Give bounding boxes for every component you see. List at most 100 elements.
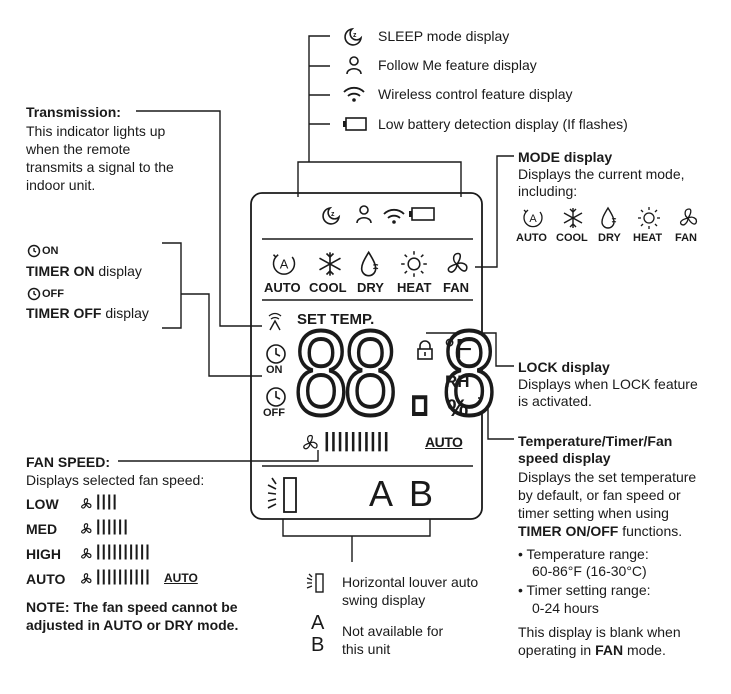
fan-level-med-bars: |||||| bbox=[96, 518, 129, 535]
mode-legend-fan: FAN bbox=[675, 232, 697, 244]
mode-legend-dry: DRY bbox=[598, 232, 621, 244]
battery-label: Low battery detection display (If flashe… bbox=[378, 116, 628, 132]
snowflake-icon bbox=[563, 208, 583, 228]
sleep-label: SLEEP mode display bbox=[378, 28, 510, 44]
timer-off-icon bbox=[27, 287, 41, 301]
fan-level-auto-name: AUTO bbox=[26, 571, 66, 587]
follow-me-label: Follow Me feature display bbox=[378, 57, 537, 73]
panel-fan-icon bbox=[447, 252, 468, 273]
lock-line-2: is activated. bbox=[518, 393, 592, 409]
fan-level-high-bars: |||||||||| bbox=[96, 543, 151, 560]
panel-fan-speed-icon bbox=[303, 434, 318, 450]
transmission-line-2: when the remote bbox=[26, 141, 131, 157]
fan-level-auto-bars: |||||||||| bbox=[96, 568, 151, 585]
timer-off-icon-text: OFF bbox=[42, 288, 64, 300]
droplet-icon bbox=[601, 206, 617, 229]
fan-speed-title: FAN SPEED: bbox=[26, 454, 111, 470]
temperature-digits: 88.8 bbox=[290, 311, 500, 441]
mode-line-1: Displays the current mode, bbox=[518, 166, 685, 182]
mode-legend-cool: COOL bbox=[556, 232, 588, 244]
person-icon bbox=[346, 56, 362, 75]
mode-legend-heat: HEAT bbox=[633, 232, 663, 244]
panel-snowflake-icon bbox=[319, 252, 341, 276]
svg-text:z: z bbox=[353, 32, 357, 39]
panel-a-label: A bbox=[369, 473, 394, 514]
bullet-timer-range: • Timer setting range: bbox=[518, 582, 651, 598]
temp-display-line-4: TIMER ON/OFF functions. bbox=[518, 523, 683, 539]
panel-timer-off-text: OFF bbox=[263, 407, 285, 419]
percent-label: % bbox=[447, 395, 469, 422]
panel-battery-icon bbox=[409, 207, 435, 221]
legend-b: B bbox=[311, 634, 325, 656]
panel-wireless-icon bbox=[383, 208, 405, 224]
timer-off-label: TIMER OFF display bbox=[26, 305, 149, 321]
mode-title: MODE display bbox=[518, 149, 613, 165]
fan-icon bbox=[679, 208, 698, 226]
panel-mode-dry: DRY bbox=[357, 280, 384, 295]
panel-fan-speed-bars: |||||||||| bbox=[324, 430, 390, 452]
fan-high-icon bbox=[81, 548, 92, 559]
lock-line-1: Displays when LOCK feature bbox=[518, 376, 698, 392]
temp-display-line-1: Displays the set temperature bbox=[518, 469, 697, 485]
fan-note-1: NOTE: The fan speed cannot be bbox=[26, 599, 238, 615]
panel-b-label: B bbox=[409, 473, 434, 514]
louver-swing-icon bbox=[267, 477, 297, 513]
fan-note-2: adjusted in AUTO or DRY mode. bbox=[26, 617, 239, 633]
fan-level-high-name: HIGH bbox=[26, 546, 61, 562]
svg-text:A: A bbox=[529, 213, 537, 225]
fan-level-auto-tag: AUTO bbox=[164, 571, 198, 585]
panel-mode-auto: AUTO bbox=[264, 280, 301, 295]
louver-legend-line-2: swing display bbox=[342, 592, 426, 608]
panel-mode-cool: COOL bbox=[309, 280, 347, 295]
panel-auto-mode-icon: A bbox=[272, 254, 296, 275]
bullet-temp-range-value: 60-86°F (16-30°C) bbox=[532, 563, 647, 579]
bullet-temp-range: • Temperature range: bbox=[518, 546, 649, 562]
na-line-1: Not available for bbox=[342, 623, 444, 639]
na-line-2: this unit bbox=[342, 641, 391, 657]
louver-legend-line-1: Horizontal louver auto bbox=[342, 574, 479, 590]
wireless-label: Wireless control feature display bbox=[378, 86, 573, 102]
fan-level-med-name: MED bbox=[26, 521, 58, 537]
panel-person-icon bbox=[356, 205, 372, 224]
louver-legend-icon bbox=[306, 573, 324, 593]
fan-level-low-name: LOW bbox=[26, 496, 59, 512]
blank-note-2: operating in FAN mode. bbox=[518, 642, 666, 658]
rh-label: RH bbox=[445, 372, 470, 391]
lock-title: LOCK display bbox=[518, 359, 610, 375]
panel-mode-heat: HEAT bbox=[397, 280, 432, 295]
svg-text:A: A bbox=[280, 257, 289, 272]
panel-sun-icon bbox=[401, 251, 427, 277]
degree-f-label: °F bbox=[444, 333, 473, 364]
panel-timer-on-text: ON bbox=[266, 364, 283, 376]
battery-icon bbox=[343, 117, 367, 131]
svg-text:z: z bbox=[331, 211, 335, 218]
timer-on-icon bbox=[27, 244, 41, 258]
auto-mode-icon: A bbox=[523, 209, 543, 228]
sleep-icon: z bbox=[344, 27, 363, 46]
timer-on-label: TIMER ON display bbox=[26, 263, 142, 279]
legend-a: A bbox=[311, 612, 325, 634]
panel-timer-off-icon bbox=[266, 387, 286, 407]
transmission-title: Transmission: bbox=[26, 104, 121, 120]
bullet-timer-range-value: 0-24 hours bbox=[532, 600, 599, 616]
panel-droplet-icon bbox=[360, 250, 379, 277]
fan-auto-icon bbox=[81, 573, 92, 584]
fan-med-icon bbox=[81, 523, 92, 534]
wireless-icon bbox=[343, 86, 365, 102]
temp-display-line-2: by default, or fan speed or bbox=[518, 487, 681, 503]
temp-display-line-3: timer setting when using bbox=[518, 505, 669, 521]
mode-legend-auto: AUTO bbox=[516, 232, 547, 244]
temp-display-title-1: Temperature/Timer/Fan bbox=[518, 433, 673, 449]
mode-line-2: including: bbox=[518, 183, 578, 199]
transmission-line-1: This indicator lights up bbox=[26, 123, 166, 139]
panel-timer-on-icon bbox=[266, 344, 286, 364]
panel-sleep-icon: z bbox=[322, 206, 341, 225]
transmit-icon bbox=[268, 312, 282, 331]
transmission-line-3: transmits a signal to the bbox=[26, 159, 174, 175]
blank-note-1: This display is blank when bbox=[518, 624, 681, 640]
transmission-line-4: indoor unit. bbox=[26, 177, 96, 193]
fan-level-low-bars: |||| bbox=[96, 493, 118, 510]
fan-speed-subtitle: Displays selected fan speed: bbox=[26, 472, 205, 488]
lock-icon bbox=[417, 340, 433, 360]
